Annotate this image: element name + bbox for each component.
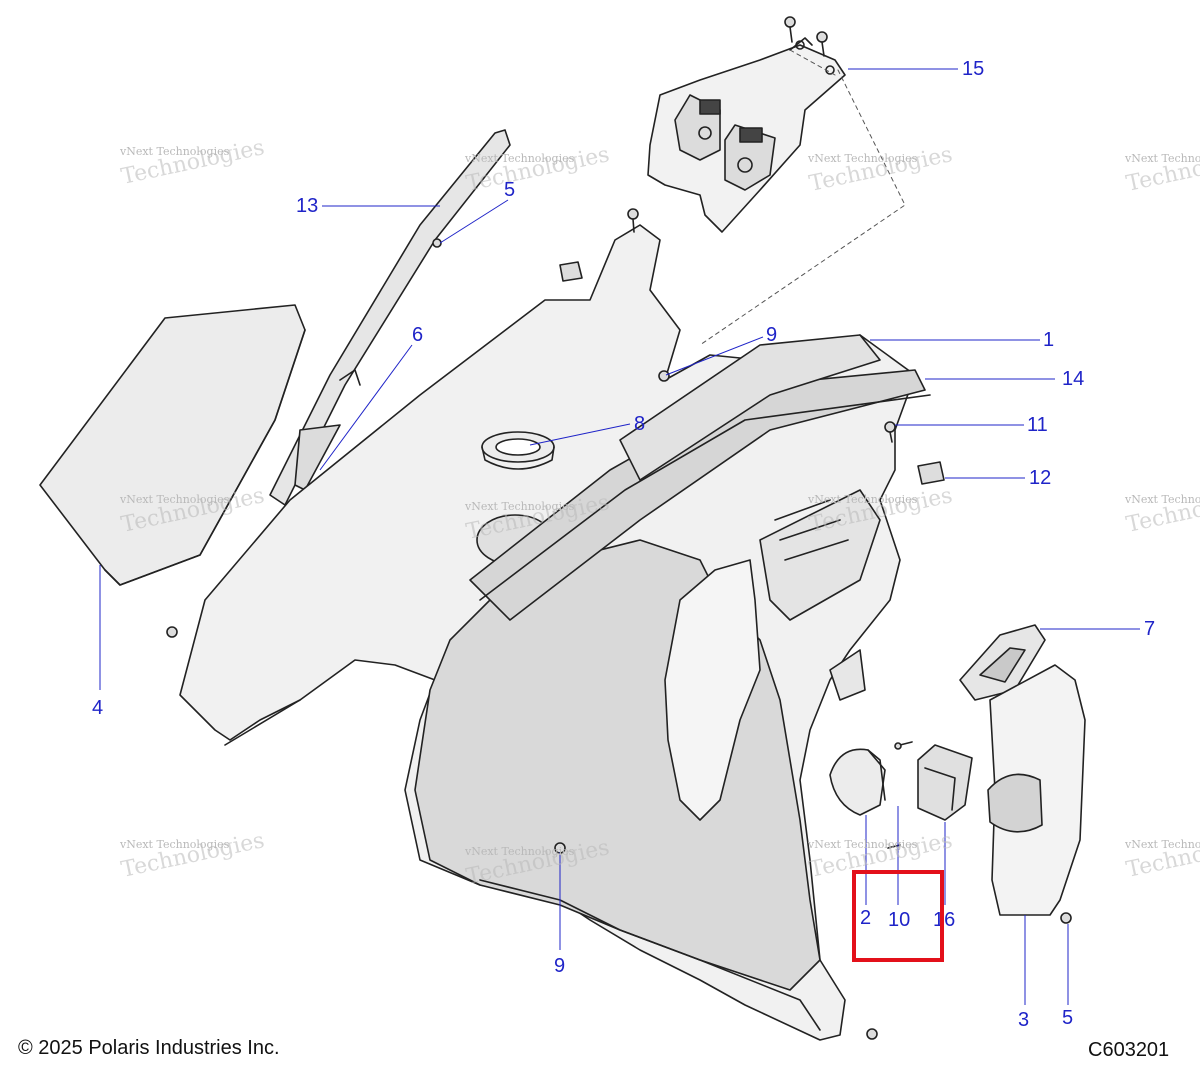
callout-3[interactable]: 3 (1018, 1009, 1030, 1031)
part-10-screw (887, 741, 913, 849)
callout-4[interactable]: 4 (92, 697, 104, 719)
bolt-top-left (784, 16, 796, 43)
callout-15[interactable]: 15 (962, 58, 985, 80)
callout-1[interactable]: 1 (1043, 329, 1055, 351)
fastener-left (166, 626, 178, 638)
part-8-filler-grommet (481, 431, 555, 470)
fastener-bottom (866, 1028, 878, 1040)
callout-12[interactable]: 12 (1029, 467, 1052, 489)
callout-9-upper[interactable]: 9 (766, 324, 778, 346)
part-3-side-cover (987, 664, 1086, 924)
diagram-code: C603201 (1088, 1039, 1170, 1061)
callout-16[interactable]: 16 (933, 909, 956, 931)
clip-top (559, 261, 583, 282)
callout-7[interactable]: 7 (1144, 618, 1156, 640)
part-14-cross-member (469, 334, 931, 621)
part-9-fastener-upper (658, 370, 670, 382)
part-4-side-panel (39, 304, 306, 586)
callout-11[interactable]: 11 (1027, 414, 1048, 436)
copyright-text: © 2025 Polaris Industries Inc. (18, 1037, 280, 1059)
part-9-fastener-lower (554, 842, 566, 854)
callout-5-lower[interactable]: 5 (1062, 1007, 1074, 1029)
bolt-top-right (816, 31, 828, 57)
callout-6[interactable]: 6 (412, 324, 424, 346)
part-5-nut-upper (432, 238, 442, 248)
callout-5-upper[interactable]: 5 (504, 179, 516, 201)
part-7-cover (959, 624, 1046, 701)
callout-9-lower[interactable]: 9 (554, 955, 566, 977)
callout-8[interactable]: 8 (634, 413, 646, 435)
callout-10[interactable]: 10 (888, 909, 911, 931)
screw-upper (627, 208, 639, 233)
part-2-cap (829, 748, 886, 816)
part-11-screw (884, 421, 896, 443)
callout-13[interactable]: 13 (296, 195, 319, 217)
part-15-upper-bracket (647, 37, 846, 233)
highlight-box (852, 870, 944, 962)
callout-14[interactable]: 14 (1062, 368, 1085, 390)
callout-2[interactable]: 2 (860, 907, 872, 929)
leader-lines (99, 68, 1140, 1005)
part-16-block (917, 744, 973, 821)
part-12-clip (917, 461, 945, 485)
